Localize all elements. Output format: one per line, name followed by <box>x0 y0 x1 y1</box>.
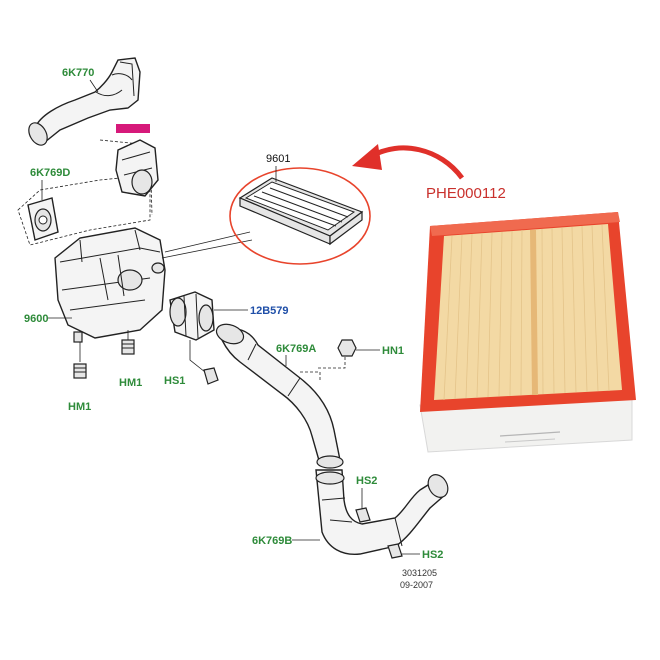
label-hn1: HN1 <box>382 345 404 357</box>
label-6k769b: 6K769B <box>252 535 292 547</box>
label-hs2-bottom: HS2 <box>422 549 443 561</box>
drawing-number: 3031205 <box>402 568 437 578</box>
mount-hm1-mid <box>121 330 135 355</box>
nut-hn1 <box>337 339 357 357</box>
filter-element-9601 <box>229 167 371 265</box>
screw-hs2-bottom <box>387 543 420 559</box>
drawing-date: 09-2007 <box>400 580 433 590</box>
air-cleaner-housing-9600 <box>54 227 166 343</box>
screw-hs2-top <box>355 488 371 523</box>
maf-sensor-12b579 <box>169 291 215 341</box>
curved-arrow-icon <box>352 144 465 180</box>
resonator-part <box>115 139 159 197</box>
highlight-label <box>116 124 150 133</box>
label-6k769d: 6K769D <box>30 167 70 179</box>
highlight-circle <box>229 167 371 265</box>
screw-hs1 <box>189 340 219 385</box>
label-6k770: 6K770 <box>62 67 94 79</box>
grommet-6k769d <box>27 197 59 241</box>
label-9601: 9601 <box>266 153 290 165</box>
intake-pipe-6k769a <box>215 323 344 469</box>
label-hm1-left: HM1 <box>68 401 91 413</box>
label-hs2-top: HS2 <box>356 475 377 487</box>
air-filter-photo <box>419 212 636 453</box>
part-number: PHE000112 <box>426 185 506 202</box>
label-hm1-mid: HM1 <box>119 377 142 389</box>
mount-hm1-left <box>73 342 87 379</box>
label-12b579: 12B579 <box>250 305 289 317</box>
label-6k769a: 6K769A <box>276 343 316 355</box>
label-hs1: HS1 <box>164 375 185 387</box>
label-9600: 9600 <box>24 313 48 325</box>
intake-pipe-6k769b <box>315 469 449 555</box>
duct-6k770 <box>28 57 141 146</box>
